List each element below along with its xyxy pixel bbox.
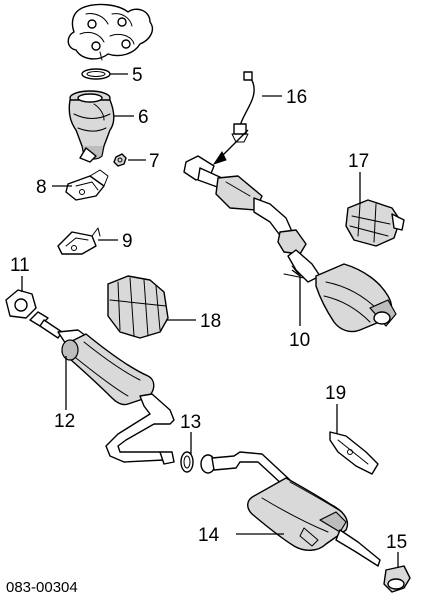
callout-8: 8: [36, 177, 47, 198]
leader-lines: [21, 73, 399, 568]
callout-11: 11: [10, 255, 30, 276]
callout-12: 12: [54, 411, 75, 432]
part-19-bracket: [329, 431, 379, 475]
callout-15: 15: [386, 532, 407, 553]
callout-5: 5: [132, 65, 143, 86]
callout-19: 19: [325, 383, 346, 404]
part-14-rear-muffler: [200, 451, 381, 567]
part-12-resonator-pipe: [29, 311, 175, 465]
part-8-bracket: [65, 169, 109, 201]
callout-6: 6: [138, 107, 149, 128]
callout-18: 18: [200, 311, 221, 332]
callout-labels: 5 6 7 8 9 10 11 12 13 14 15 16 17 18 19 …: [6, 65, 407, 596]
callout-14: 14: [198, 525, 220, 546]
callout-16: 16: [286, 87, 307, 108]
part-5-gasket: [81, 68, 111, 80]
leader-sensor-arrow: [219, 129, 249, 159]
part-6-front-converter: [68, 90, 115, 163]
arrowhead: [212, 151, 227, 165]
part-17-heat-shield: [345, 199, 405, 247]
part-9-bracket: [57, 227, 101, 255]
part-15-tail-tip: [383, 565, 411, 593]
callout-7: 7: [149, 151, 160, 172]
callout-10: 10: [289, 330, 310, 351]
callout-13: 13: [180, 412, 201, 433]
callout-9: 9: [122, 231, 133, 252]
callout-17: 17: [348, 151, 369, 172]
part-10-center-pipe-converter: [183, 155, 397, 333]
part-18-heat-insulator: [107, 275, 169, 339]
part-11-gasket: [5, 289, 37, 319]
diagram-code: 083-00304: [6, 579, 78, 596]
exhaust-manifold: [67, 3, 154, 61]
part-16-oxygen-sensor: [231, 71, 255, 143]
leader-10: [291, 269, 301, 326]
part-13-gasket: [180, 451, 194, 473]
part-7-nut: [113, 153, 127, 167]
